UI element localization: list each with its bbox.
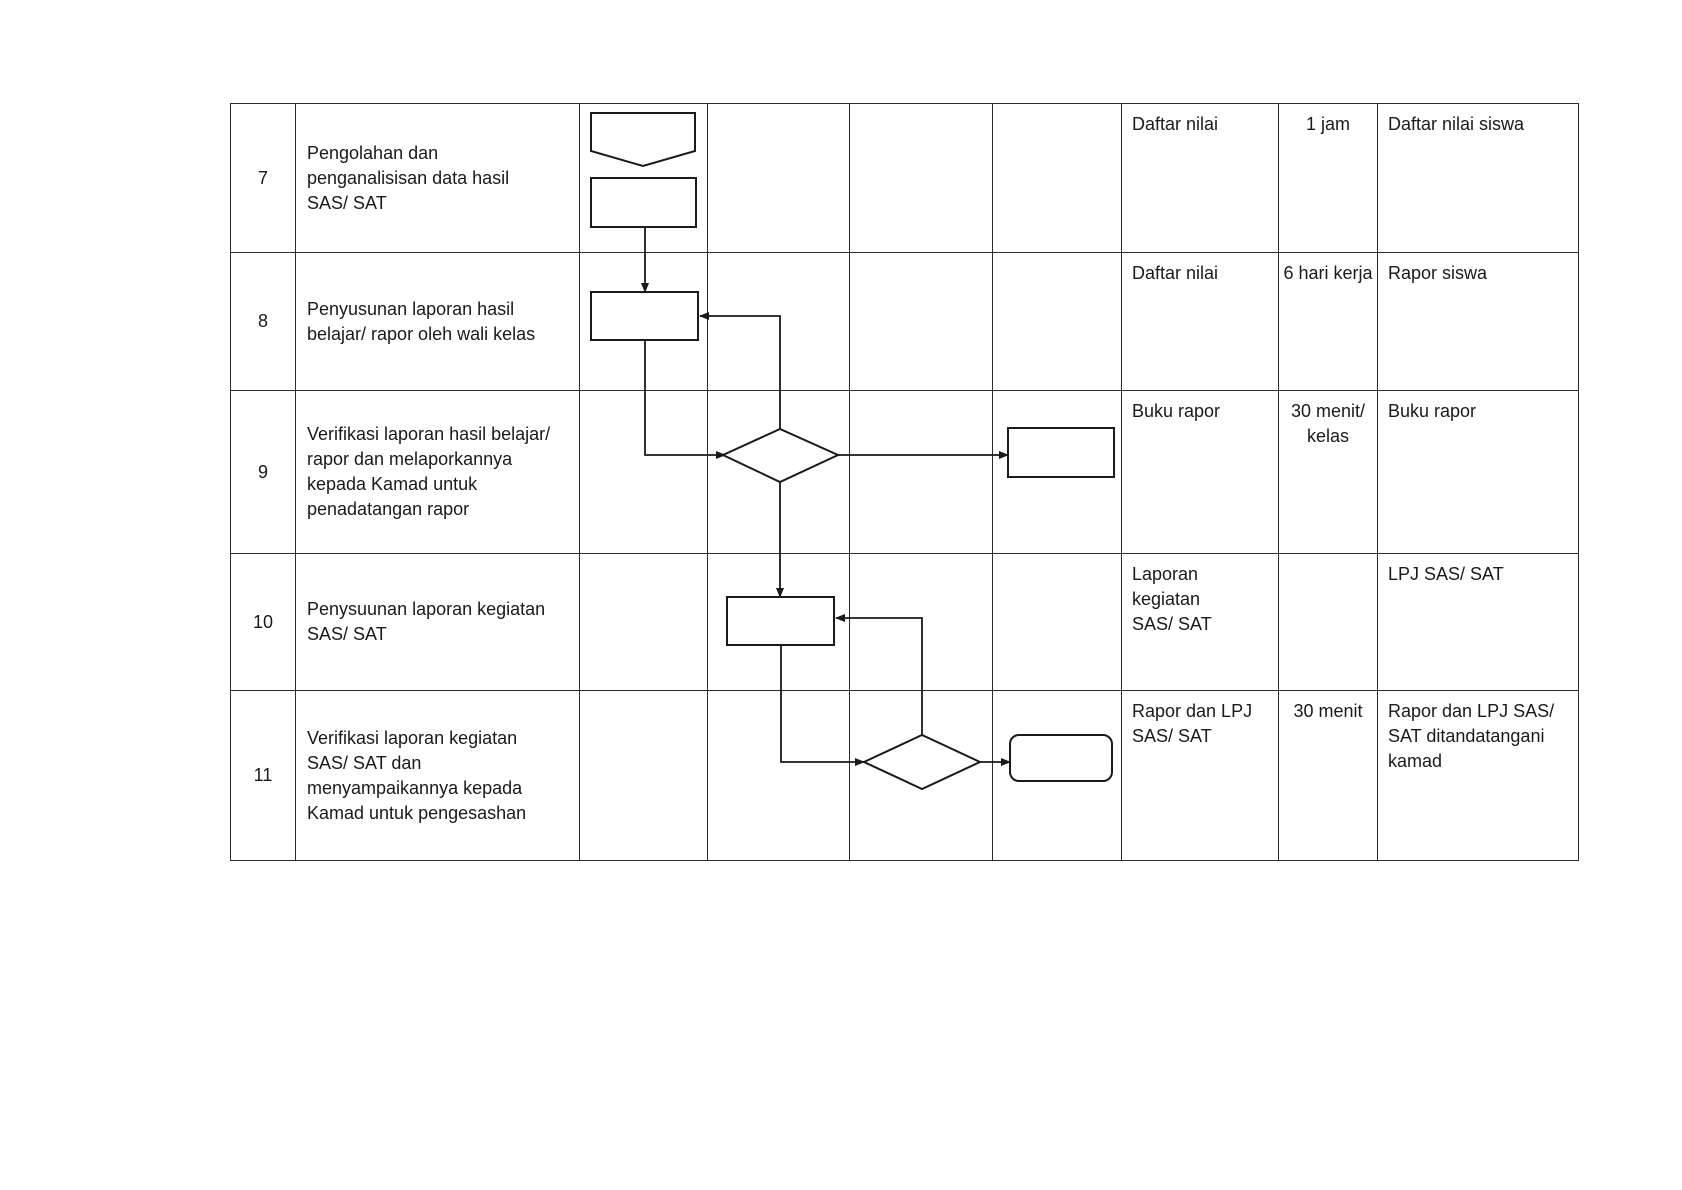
output-text-line: LPJ SAS/ SAT [1388, 564, 1504, 584]
waktu-cell: 30 menit [1278, 690, 1378, 861]
waktu-text-line: 1 jam [1305, 114, 1350, 134]
output-cell: Daftar nilai siswa [1377, 103, 1579, 253]
swimlane-cell-4 [992, 390, 1122, 554]
row-number-cell: 7 [230, 103, 296, 253]
swimlane-cell-3 [849, 390, 993, 554]
kelengkapan-cell: Buku rapor [1121, 390, 1279, 554]
row-number: 7 [257, 167, 268, 188]
activity-text-line: menyampaikannya kepada [307, 777, 523, 798]
swimlane-cell-2 [707, 252, 850, 391]
activity-text-line: Penyusunan laporan hasil [307, 298, 515, 319]
swimlane-cell-4 [992, 690, 1122, 861]
sop-table: 7 Pengolahan dan penganalisisan data hasil… [230, 103, 1579, 861]
swimlane-cell-2 [707, 690, 850, 861]
swimlane-cell-4 [992, 553, 1122, 691]
swimlane-cell-1 [579, 252, 708, 391]
activity-text-line: SAS/ SAT [307, 624, 387, 644]
row-number: 9 [257, 461, 268, 482]
swimlane-cell-1 [579, 690, 708, 861]
activity-text-line: rapor dan melaporkannya [307, 449, 513, 469]
row-number-cell: 8 [230, 252, 296, 391]
activity-text-line: penadatangan rapor [307, 499, 470, 519]
activity-text-line: kepada Kamad untuk [307, 474, 478, 494]
swimlane-cell-3 [849, 553, 993, 691]
output-cell: Buku rapor [1377, 390, 1579, 554]
activity-text-line: penganalisisan data hasil [307, 167, 510, 188]
table-row: 8 Penyusunan laporan hasil belajar/ rapor … [230, 252, 1579, 391]
activity-cell: Verifikasi laporan hasil belajar/rapor d… [295, 390, 580, 554]
output-text-line: Daftar nilai siswa [1388, 114, 1525, 134]
waktu-cell: 1 jam [1278, 103, 1378, 253]
activity-text-line: belajar/ rapor oleh wali kelas [307, 323, 536, 344]
kelengkapan-cell: Rapor dan LPJ SAS/ SAT [1121, 690, 1279, 861]
output-text-line: Rapor siswa [1388, 263, 1488, 283]
output-text-line: Rapor dan LPJ SAS/ [1388, 701, 1555, 721]
table-body: 7 Pengolahan dan penganalisisan data hasil… [230, 103, 1579, 861]
row-number-cell: 11 [230, 690, 296, 861]
swimlane-cell-1 [579, 390, 708, 554]
activity-text-line: Verifikasi laporan kegiatan [307, 727, 518, 748]
output-cell: Rapor dan LPJ SAS/SAT ditandatangani kama… [1377, 690, 1579, 861]
waktu-text-line: kelas [1306, 426, 1350, 446]
kelengkapan-text-line: SAS/ SAT [1132, 726, 1212, 746]
row-number: 8 [257, 311, 268, 331]
output-cell: Rapor siswa [1377, 252, 1579, 391]
table-row: 7 Pengolahan dan penganalisisan data hasil… [230, 103, 1579, 253]
row-number-cell: 10 [230, 553, 296, 691]
waktu-cell [1278, 553, 1378, 691]
row-number: 11 [253, 765, 273, 785]
kelengkapan-text-line: SAS/ SAT [1132, 614, 1212, 634]
kelengkapan-cell: Daftar nilai [1121, 103, 1279, 253]
swimlane-cell-4 [992, 103, 1122, 253]
kelengkapan-cell: Daftar nilai [1121, 252, 1279, 391]
activity-text-line: Penysuunan laporan kegiatan [307, 599, 546, 619]
activity-text-line: SAS/ SAT dan [307, 752, 422, 773]
activity-text-line: Kamad untuk pengesashan [307, 802, 527, 823]
waktu-cell: 6 hari kerja [1278, 252, 1378, 391]
output-text-line: SAT ditandatangani [1388, 726, 1545, 746]
waktu-cell: 30 menit/kelas [1278, 390, 1378, 554]
kelengkapan-text-line: Rapor dan LPJ [1132, 701, 1253, 721]
activity-text-line: Verifikasi laporan hasil belajar/ [307, 424, 551, 444]
waktu-text-line: 6 hari kerja [1283, 263, 1373, 283]
swimlane-cell-3 [849, 252, 993, 391]
kelengkapan-text-line: Laporan kegiatan [1132, 564, 1201, 609]
swimlane-cell-4 [992, 252, 1122, 391]
kelengkapan-text-line: Daftar nilai [1132, 263, 1219, 283]
swimlane-cell-2 [707, 390, 850, 554]
activity-text-line: Pengolahan dan [307, 142, 439, 163]
kelengkapan-text-line: Buku rapor [1132, 401, 1221, 421]
table-row: 9 Verifikasi laporan hasil belajar/rapor … [230, 390, 1579, 554]
output-text-line: Buku rapor [1388, 401, 1477, 421]
swimlane-cell-3 [849, 103, 993, 253]
activity-cell: Penyusunan laporan hasil belajar/ rapor o… [295, 252, 580, 391]
swimlane-cell-2 [707, 103, 850, 253]
row-number: 10 [252, 611, 274, 632]
swimlane-cell-1 [579, 103, 708, 253]
waktu-text-line: 30 menit/ [1290, 401, 1366, 421]
swimlane-cell-3 [849, 690, 993, 861]
row-number-cell: 9 [230, 390, 296, 554]
kelengkapan-text-line: Daftar nilai [1132, 114, 1219, 134]
swimlane-cell-1 [579, 553, 708, 691]
activity-text-line: SAS/ SAT [307, 192, 387, 213]
output-text-line: kamad [1388, 751, 1443, 771]
swimlane-cell-2 [707, 553, 850, 691]
output-cell: LPJ SAS/ SAT [1377, 553, 1579, 691]
waktu-text-line: 30 menit [1293, 701, 1363, 721]
